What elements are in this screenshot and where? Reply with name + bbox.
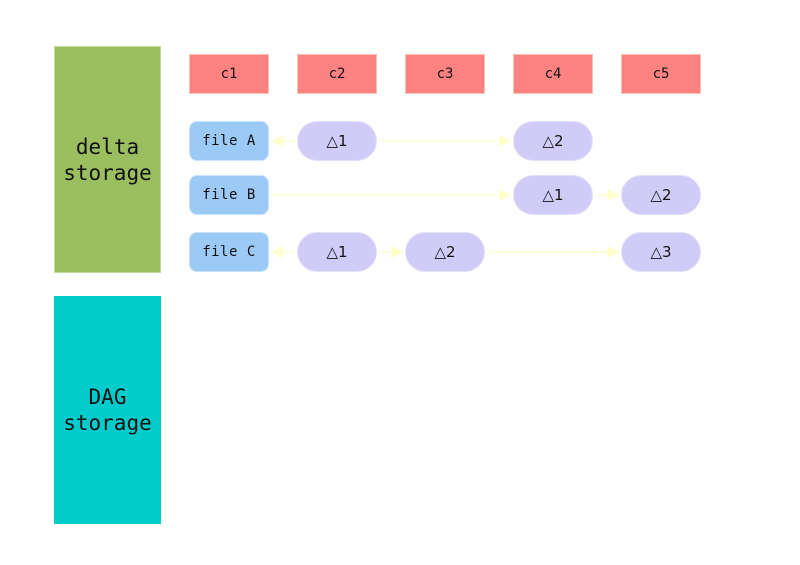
file-c-delta-1: △1 [297,232,377,272]
delta-storage-panel: delta storage [54,46,161,273]
file-a-delta-1: △1 [297,121,377,161]
commit-c5: c5 [621,54,701,94]
commit-c1: c1 [189,54,269,94]
dag-panel-line1: DAG [88,385,127,409]
file-b-node: file B [189,175,269,215]
file-c-delta-2: △2 [405,232,485,272]
dag-panel-line2: storage [63,411,152,435]
dag-storage-panel: DAG storage [54,296,161,524]
file-c-delta-3: △3 [621,232,701,272]
file-b-delta-1: △1 [513,175,593,215]
file-a-delta-2: △2 [513,121,593,161]
file-c-node: file C [189,232,269,272]
delta-panel-line1: delta [75,134,140,159]
file-a-node: file A [189,121,269,161]
file-b-delta-2: △2 [621,175,701,215]
commit-c2: c2 [297,54,377,94]
commit-c4: c4 [513,54,593,94]
commit-c3: c3 [405,54,485,94]
delta-panel-line2: storage [63,160,152,185]
